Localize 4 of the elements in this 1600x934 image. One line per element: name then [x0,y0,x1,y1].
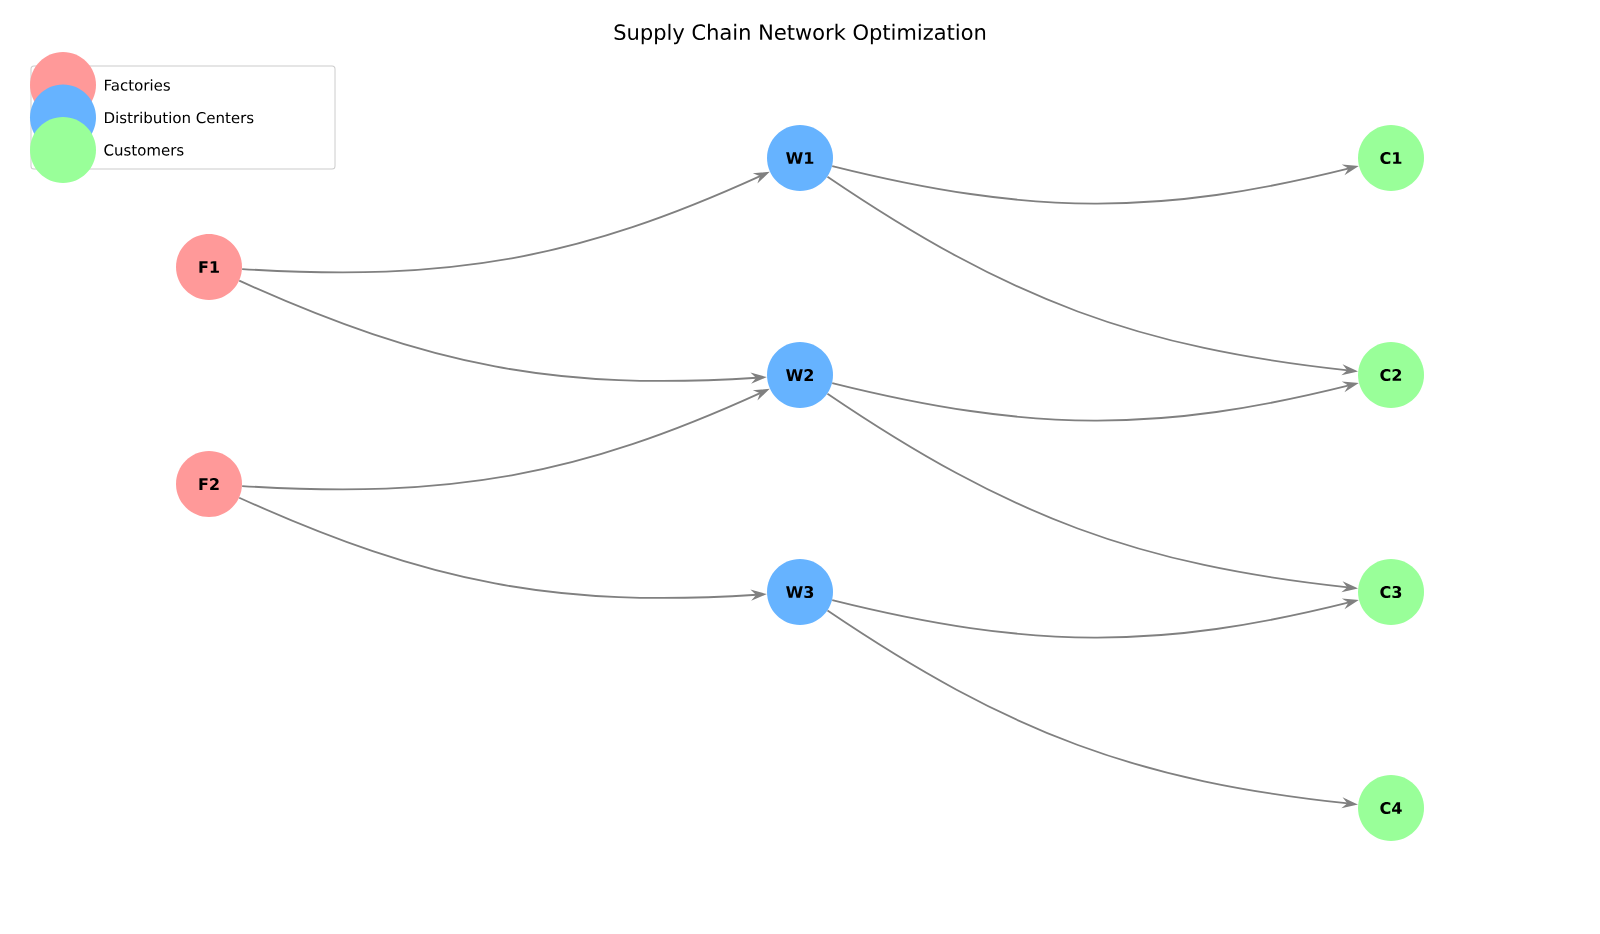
legend-label: Customers [104,144,184,156]
legend-label: Factories [105,79,170,91]
chart-title: Supply Chain Network Optimization [614,23,986,45]
legend-label: Distribution Centers [105,111,254,124]
